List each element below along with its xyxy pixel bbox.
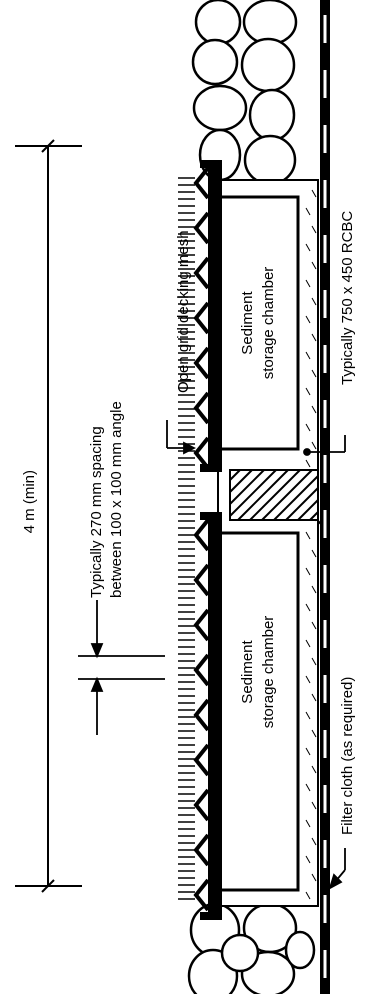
hatch-line [285, 487, 319, 521]
chamber-upper-label-line1: Sediment [239, 290, 256, 354]
angle-member [193, 256, 210, 290]
concrete-speck [305, 639, 311, 648]
concrete-speck [305, 351, 311, 360]
hatch-line [317, 519, 323, 525]
angle-member [193, 346, 210, 380]
rock [240, 37, 296, 93]
hatch-line [249, 469, 301, 521]
angle-member [193, 391, 210, 425]
rock [220, 933, 260, 973]
concrete-speck [311, 657, 317, 666]
angle-member [193, 653, 210, 687]
concrete-speck [305, 675, 311, 684]
concrete-speck [305, 567, 311, 576]
rock [284, 930, 316, 970]
angle-member [193, 698, 210, 732]
angle-member [193, 211, 210, 245]
concrete-speck [305, 603, 311, 612]
sediment-chamber-lower: Sediment storage chamber [216, 531, 300, 892]
concrete-speck [305, 315, 311, 324]
concrete-speck [311, 621, 317, 630]
rock [243, 134, 297, 186]
hatch-line [229, 469, 253, 493]
concrete-speck [305, 423, 311, 432]
concrete-speck [305, 891, 311, 900]
filter-cloth-label: Filter cloth (as required) [339, 677, 356, 835]
concrete-speck [311, 873, 317, 882]
open-grid-leader [166, 420, 197, 455]
concrete-speck [305, 711, 311, 720]
concrete-speck [311, 369, 317, 378]
angle-member [193, 608, 210, 642]
rock [194, 0, 242, 46]
angle-supports [200, 160, 222, 920]
hatched-divider [229, 469, 323, 525]
hatch-line [261, 469, 313, 521]
angle-member [193, 788, 210, 822]
rock-fill-bottom [187, 902, 316, 994]
concrete-speck [311, 729, 317, 738]
concrete-speck [311, 441, 317, 450]
angle-member [193, 166, 210, 200]
concrete-speck [311, 189, 317, 198]
hatch-line [273, 475, 319, 521]
hatch-line [237, 469, 289, 521]
concrete-speck [311, 333, 317, 342]
sediment-chamber-upper: Sediment storage chamber [216, 195, 300, 451]
hatch-line [309, 511, 319, 521]
open-grid-label: Open grid decking mesh [175, 230, 192, 393]
rock [192, 84, 248, 132]
concrete-speck [311, 585, 317, 594]
concrete-speck [305, 531, 311, 540]
concrete-speck [311, 225, 317, 234]
angle-member [193, 301, 210, 335]
rcbc-label: Typically 750 x 450 RCBC [339, 211, 356, 385]
concrete-speck [305, 279, 311, 288]
chamber-lower-label-line1: Sediment [239, 639, 256, 703]
concrete-speck [311, 837, 317, 846]
concrete-speck [305, 747, 311, 756]
angle-member [193, 436, 210, 470]
concrete-speck [311, 297, 317, 306]
concrete-speck [311, 765, 317, 774]
hatch-line [229, 469, 265, 505]
length-label: 4 m (min) [21, 470, 38, 533]
concrete-speck [311, 405, 317, 414]
concrete-speck [305, 207, 311, 216]
hatch-line [229, 469, 241, 481]
hatch-line [229, 469, 277, 517]
concrete-speck [305, 855, 311, 864]
concrete-speck [305, 387, 311, 396]
angle-member [193, 563, 210, 597]
concrete-speck [311, 801, 317, 810]
culvert-base [317, 0, 330, 994]
concrete-speck [305, 459, 311, 468]
rock [242, 0, 298, 46]
chamber-lower-label-line2: storage chamber [260, 616, 277, 729]
spacing-dimension [78, 600, 165, 735]
angle-member [193, 743, 210, 777]
spacing-label-line1: Typically 270 mm spacing [88, 426, 105, 598]
concrete-speck [311, 549, 317, 558]
concrete-speck [311, 693, 317, 702]
rock [248, 88, 296, 142]
filter-cloth-leader [328, 848, 346, 890]
concrete-speck [311, 261, 317, 270]
hatch-line [297, 499, 319, 521]
angle-members [193, 166, 210, 912]
rock-fill-top [191, 0, 298, 186]
angle-member [193, 518, 210, 552]
length-dimension [15, 139, 82, 893]
concrete-speck [305, 243, 311, 252]
angle-member [193, 878, 210, 912]
rock [191, 38, 239, 86]
rcbc-leader [303, 435, 346, 456]
open-grid-decking-mesh [178, 177, 195, 900]
concrete-speck [305, 783, 311, 792]
spacing-label-line2: between 100 x 100 mm angle [108, 401, 125, 598]
chamber-upper-label-line2: storage chamber [260, 267, 277, 380]
concrete-speck [305, 819, 311, 828]
angle-member [193, 833, 210, 867]
